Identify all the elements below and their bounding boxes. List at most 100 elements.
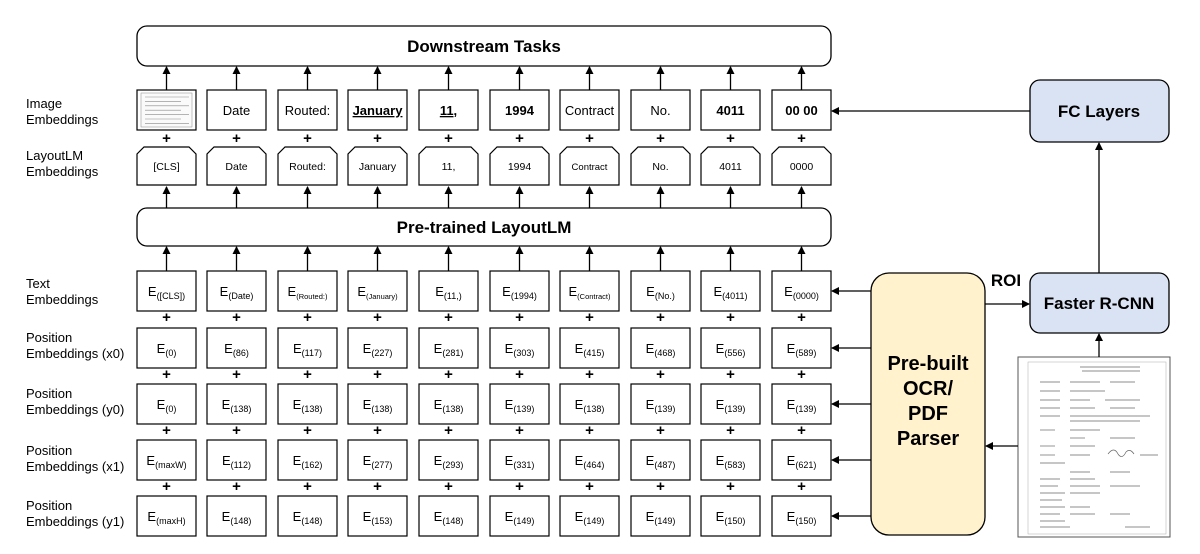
text-embedding-label: E(Contract) [568, 284, 611, 301]
x1-embedding-label: E(162) [293, 453, 323, 470]
text-embedding-label: E(0000) [784, 284, 819, 301]
x0-embedding-box [771, 327, 832, 369]
label-line: Embeddings (x0) [26, 346, 125, 361]
y0-embedding-label: E(139) [505, 397, 535, 414]
layoutlm-token-label: 0000 [790, 161, 814, 173]
x0-embedding-box [489, 327, 550, 369]
text-embedding-box [771, 270, 832, 312]
text-embedding-box [559, 270, 620, 312]
label-line: Position [26, 498, 73, 513]
plus-sign: + [726, 309, 735, 326]
plus-sign: + [373, 478, 382, 495]
layoutlm-token-label: Contract [572, 162, 608, 173]
x1-embedding-box [700, 439, 761, 481]
x1-embedding-box [347, 439, 408, 481]
x1-embedding-label: E(487) [646, 453, 676, 470]
y1-embedding-box [771, 495, 832, 537]
plus-sign: + [656, 478, 665, 495]
image-embedding-box [489, 89, 550, 131]
x1-embedding-label: E(464) [575, 453, 605, 470]
x0-embeddings-label: Position Embeddings (x0) [26, 330, 124, 362]
x0-embedding-label: E(227) [363, 341, 393, 358]
layoutlm-embedding-box [136, 146, 197, 186]
layoutlm-embedding-box [277, 146, 338, 186]
layoutlm-embedding-box [206, 146, 267, 186]
y0-embedding-label: E(139) [716, 397, 746, 414]
y1-embedding-label: E(maxH) [147, 509, 185, 526]
plus-sign: + [303, 478, 312, 495]
plus-sign: + [373, 422, 382, 439]
plus-sign: + [515, 130, 524, 147]
x1-embedding-box [630, 439, 691, 481]
y0-embedding-label: E(138) [293, 397, 323, 414]
x0-embedding-box [277, 327, 338, 369]
plus-sign: + [303, 422, 312, 439]
x0-embedding-label: E(303) [505, 341, 535, 358]
layoutlm-token-label: No. [652, 161, 668, 173]
plus-sign: + [585, 309, 594, 326]
x1-embedding-box [277, 439, 338, 481]
plus-sign: + [162, 309, 171, 326]
plus-sign: + [726, 130, 735, 147]
image-embedding-box [559, 89, 620, 131]
x1-embedding-label: E(277) [363, 453, 393, 470]
y0-embedding-label: E(138) [575, 397, 605, 414]
plus-sign: + [162, 130, 171, 147]
faster-rcnn-label: Faster R-CNN [1044, 294, 1155, 313]
document-image [1017, 356, 1171, 538]
y0-embedding-label: E(138) [222, 397, 252, 414]
roi-label: ROI [991, 271, 1021, 290]
plus-sign: + [162, 478, 171, 495]
y0-embedding-box [700, 383, 761, 425]
text-embedding-label: E(Routed:) [288, 284, 328, 301]
x0-embedding-box [700, 327, 761, 369]
layoutlm-token-label: 1994 [508, 161, 532, 173]
plus-sign: + [797, 478, 806, 495]
y1-embedding-box [489, 495, 550, 537]
y1-embedding-label: E(150) [787, 509, 817, 526]
plus-sign: + [515, 366, 524, 383]
y0-embedding-box [771, 383, 832, 425]
x0-embedding-label: E(117) [293, 341, 322, 358]
y0-embedding-label: E(138) [434, 397, 464, 414]
label-line: Position [26, 330, 73, 345]
image-token-label: 1994 [505, 103, 535, 118]
label-line: Position [26, 443, 73, 458]
layoutlm-embedding-box [700, 146, 761, 186]
x1-embedding-box [418, 439, 479, 481]
label-line: LayoutLM [26, 148, 84, 163]
plus-sign: + [232, 422, 241, 439]
plus-sign: + [585, 130, 594, 147]
parser-line-2: OCR/ [903, 378, 953, 400]
y0-embedding-box [630, 383, 691, 425]
plus-sign: + [162, 366, 171, 383]
text-embedding-label: E(No.) [646, 284, 675, 301]
layoutlm-token-label: Date [225, 161, 247, 173]
x1-embedding-label: E(331) [505, 453, 535, 470]
y0-embedding-label: E(139) [787, 397, 817, 414]
plus-sign: + [656, 309, 665, 326]
plus-sign: + [444, 422, 453, 439]
text-embedding-box [630, 270, 691, 312]
image-token-label: Date [223, 103, 250, 118]
y0-embedding-box [136, 383, 197, 425]
y0-embedding-box [418, 383, 479, 425]
y1-embedding-box [700, 495, 761, 537]
y1-embedding-label: E(149) [575, 509, 605, 526]
x0-embedding-label: E(0) [157, 341, 177, 358]
text-embedding-label: E(1994) [502, 284, 537, 301]
image-token-label: 11, [440, 103, 457, 118]
y1-embeddings-label: Position Embeddings (y1) [26, 498, 124, 530]
plus-sign: + [303, 366, 312, 383]
text-embedding-box [489, 270, 550, 312]
image-token-label: Routed: [285, 103, 331, 118]
x0-embedding-box [418, 327, 479, 369]
parser-line-4: Parser [897, 428, 959, 450]
y1-embedding-box [136, 495, 197, 537]
plus-sign: + [303, 309, 312, 326]
plus-sign: + [162, 422, 171, 439]
downstream-tasks-title: Downstream Tasks [407, 37, 561, 56]
text-embedding-label: E(January) [357, 284, 398, 301]
y1-embedding-label: E(148) [293, 509, 323, 526]
